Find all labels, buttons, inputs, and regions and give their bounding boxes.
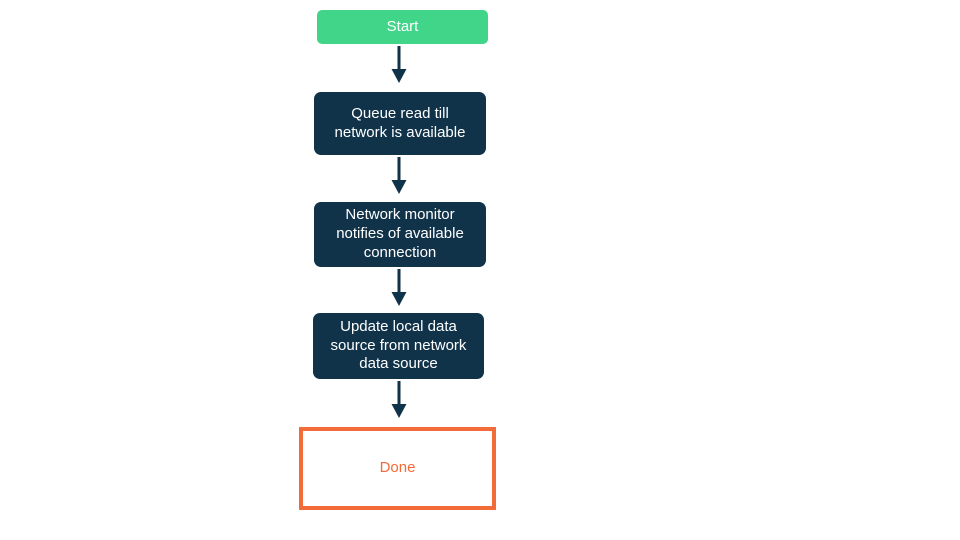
flow-node-queue-read[interactable]: Queue read till network is available	[314, 92, 486, 155]
flow-edge-start-to-queue-read	[384, 46, 414, 86]
flow-edge-network-monitor-to-update-local	[384, 269, 414, 309]
flow-node-network-monitor[interactable]: Network monitor notifies of available co…	[314, 202, 486, 267]
flow-edge-queue-read-to-network-monitor	[384, 157, 414, 197]
flow-node-update-local[interactable]: Update local data source from network da…	[313, 313, 484, 379]
flow-node-done[interactable]: Done	[299, 427, 496, 510]
flow-edge-update-local-to-done	[384, 381, 414, 421]
flow-node-start[interactable]: Start	[317, 10, 488, 44]
